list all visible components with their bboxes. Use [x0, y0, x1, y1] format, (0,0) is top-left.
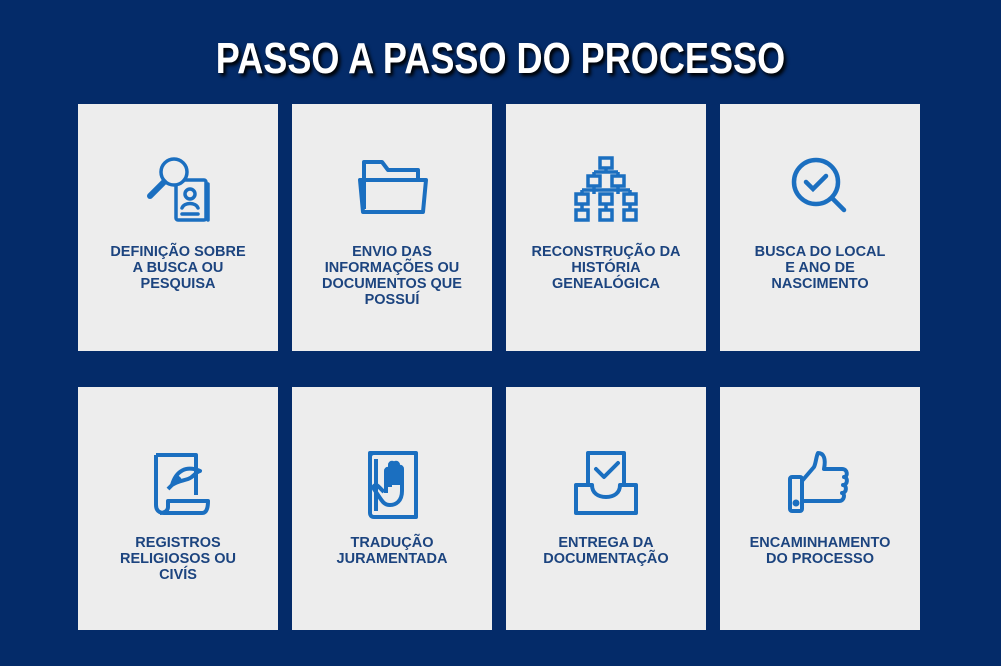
scroll-quill-icon — [138, 449, 218, 519]
step-label: ENCAMINHAMENTO DO PROCESSO — [749, 535, 891, 567]
inbox-check-icon — [566, 449, 646, 519]
step-card-3: RECONSTRUÇÃO DA HISTÓRIA GENEALÓGICA — [506, 104, 706, 351]
step-label: BUSCA DO LOCAL E ANO DE NASCIMENTO — [754, 244, 886, 292]
folder-icon — [352, 154, 432, 224]
page-title: PASSO A PASSO DO PROCESSO — [215, 34, 786, 83]
search-check-icon — [780, 154, 860, 224]
step-label: ENTREGA DA DOCUMENTAÇÃO — [543, 535, 669, 567]
step-card-6: TRADUÇÃO JURAMENTADA — [292, 387, 492, 630]
step-label: TRADUÇÃO JURAMENTADA — [336, 535, 448, 567]
step-label: REGISTROS RELIGIOSOS OU CIVÍS — [119, 535, 236, 583]
family-tree-icon — [566, 154, 646, 224]
step-card-8: ENCAMINHAMENTO DO PROCESSO — [720, 387, 920, 630]
step-card-2: ENVIO DAS INFORMAÇÕES OU DOCUMENTOS QUE … — [292, 104, 492, 351]
step-card-4: BUSCA DO LOCAL E ANO DE NASCIMENTO — [720, 104, 920, 351]
magnifier-document-icon — [138, 154, 218, 224]
step-label: DEFINIÇÃO SOBRE A BUSCA OU PESQUISA — [110, 244, 246, 292]
step-card-5: REGISTROS RELIGIOSOS OU CIVÍS — [78, 387, 278, 630]
step-label: RECONSTRUÇÃO DA HISTÓRIA GENEALÓGICA — [531, 244, 681, 292]
step-label: ENVIO DAS INFORMAÇÕES OU DOCUMENTOS QUE … — [322, 244, 462, 308]
book-hand-icon — [352, 449, 432, 519]
step-card-7: ENTREGA DA DOCUMENTAÇÃO — [506, 387, 706, 630]
step-card-1: DEFINIÇÃO SOBRE A BUSCA OU PESQUISA — [78, 104, 278, 351]
thumbs-up-icon — [780, 449, 860, 519]
